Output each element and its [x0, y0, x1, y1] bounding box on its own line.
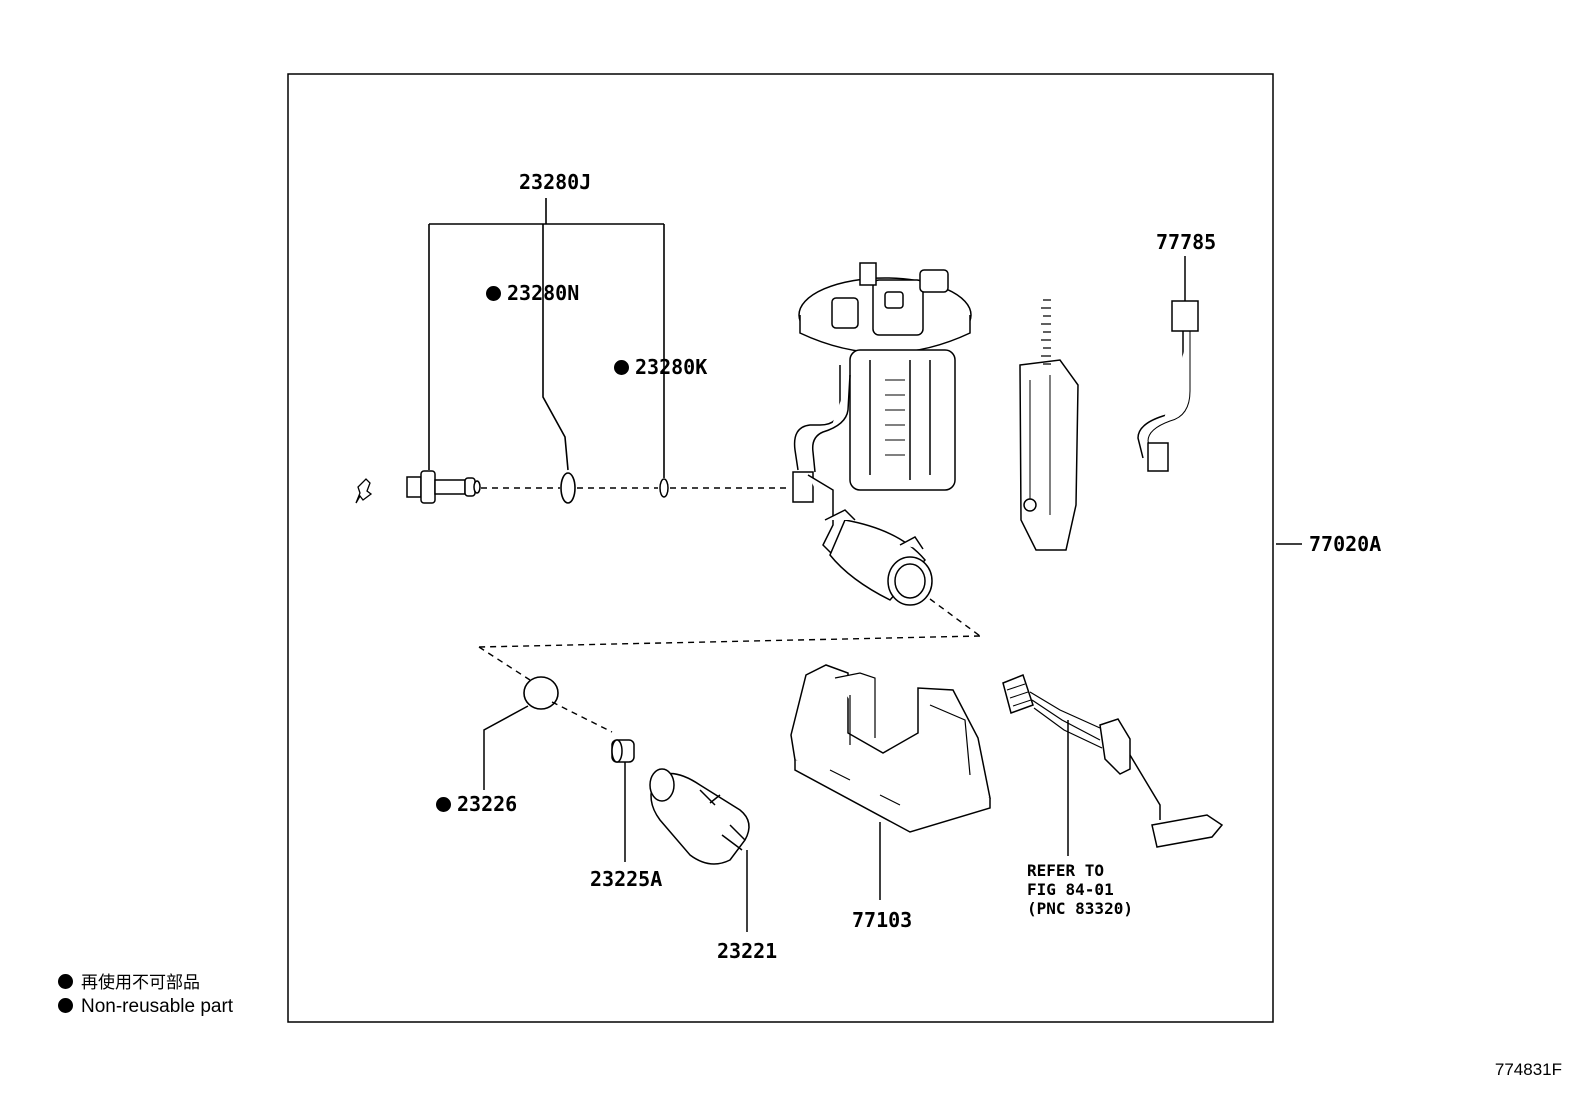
label-23226-text: 23226 — [457, 792, 518, 816]
legend-dot-icon — [58, 998, 73, 1013]
figure-number: 774831F — [1494, 1060, 1562, 1079]
fuel-filter-23221 — [649, 768, 750, 865]
label-23280K-text: 23280K — [635, 355, 708, 379]
label-77103: 77103 — [852, 908, 913, 932]
leader-23280J — [428, 198, 665, 478]
non-reusable-dot-icon — [614, 360, 629, 375]
refer-line-2: FIG 84-01 — [1027, 880, 1114, 899]
refer-line-3: (PNC 83320) — [1027, 899, 1133, 918]
sender-wire-harness — [1002, 674, 1224, 848]
label-23280J: 23280J — [519, 170, 592, 194]
label-23225A: 23225A — [590, 867, 663, 891]
non-reusable-dot-icon — [436, 797, 451, 812]
leader-23226 — [483, 705, 529, 790]
legend-japanese: 再使用不可部品 — [58, 974, 200, 992]
label-23221: 23221 — [717, 939, 778, 963]
legend-japanese-text: 再使用不可部品 — [81, 973, 200, 993]
fuel-line-fitting — [406, 470, 481, 504]
pump-bracket-77103 — [790, 664, 991, 833]
fuel-pump-module — [793, 262, 972, 491]
legend-english-text: Non-reusable part — [81, 996, 234, 1017]
sender-gauge-bracket — [1019, 299, 1079, 551]
legend-english: Non-reusable part — [58, 997, 233, 1016]
label-23280N-text: 23280N — [507, 281, 580, 305]
collar-23225A — [611, 739, 635, 763]
label-77785: 77785 — [1156, 230, 1217, 254]
assembly-frame — [287, 73, 1274, 1023]
label-23280K: 23280K — [614, 357, 707, 377]
label-23280N: 23280N — [486, 283, 579, 303]
alignment-dashes — [478, 487, 981, 733]
o-ring-23226 — [523, 676, 559, 710]
fuel-filter-cylinder — [792, 471, 933, 606]
o-ring-23280N — [560, 472, 576, 504]
legend-dot-icon — [58, 974, 73, 989]
label-23226: 23226 — [436, 794, 517, 814]
o-ring-23280K — [659, 478, 669, 498]
tank-reference-icon — [355, 478, 373, 504]
non-reusable-dot-icon — [486, 286, 501, 301]
label-77020A: 77020A — [1309, 532, 1382, 556]
refer-line-1: REFER TO — [1027, 861, 1105, 880]
wire-harness-77785 — [1137, 300, 1199, 472]
